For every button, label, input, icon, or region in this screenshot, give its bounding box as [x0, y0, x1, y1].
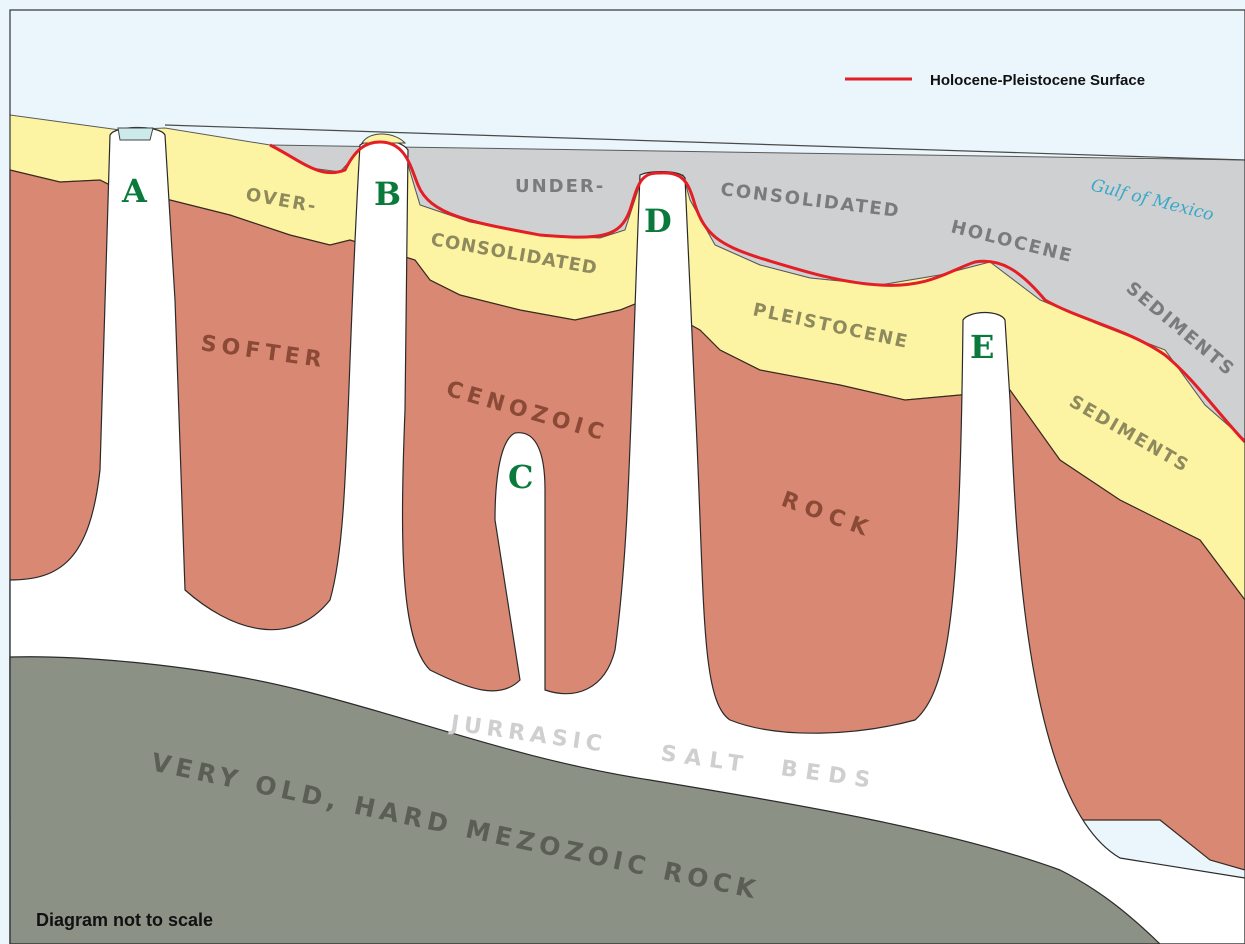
scale-note: Diagram not to scale [36, 910, 213, 930]
dome-label-a: A [121, 172, 148, 210]
legend-label: Holocene-Pleistocene Surface [930, 72, 1145, 89]
dome-label-e: E [970, 328, 994, 366]
dome-label-b: B [374, 175, 401, 213]
dome-label-d: D [644, 202, 672, 240]
dome-label-c: C [508, 458, 533, 496]
dome-a-cap-lake [118, 128, 153, 140]
label-under: UNDER- [515, 176, 605, 197]
